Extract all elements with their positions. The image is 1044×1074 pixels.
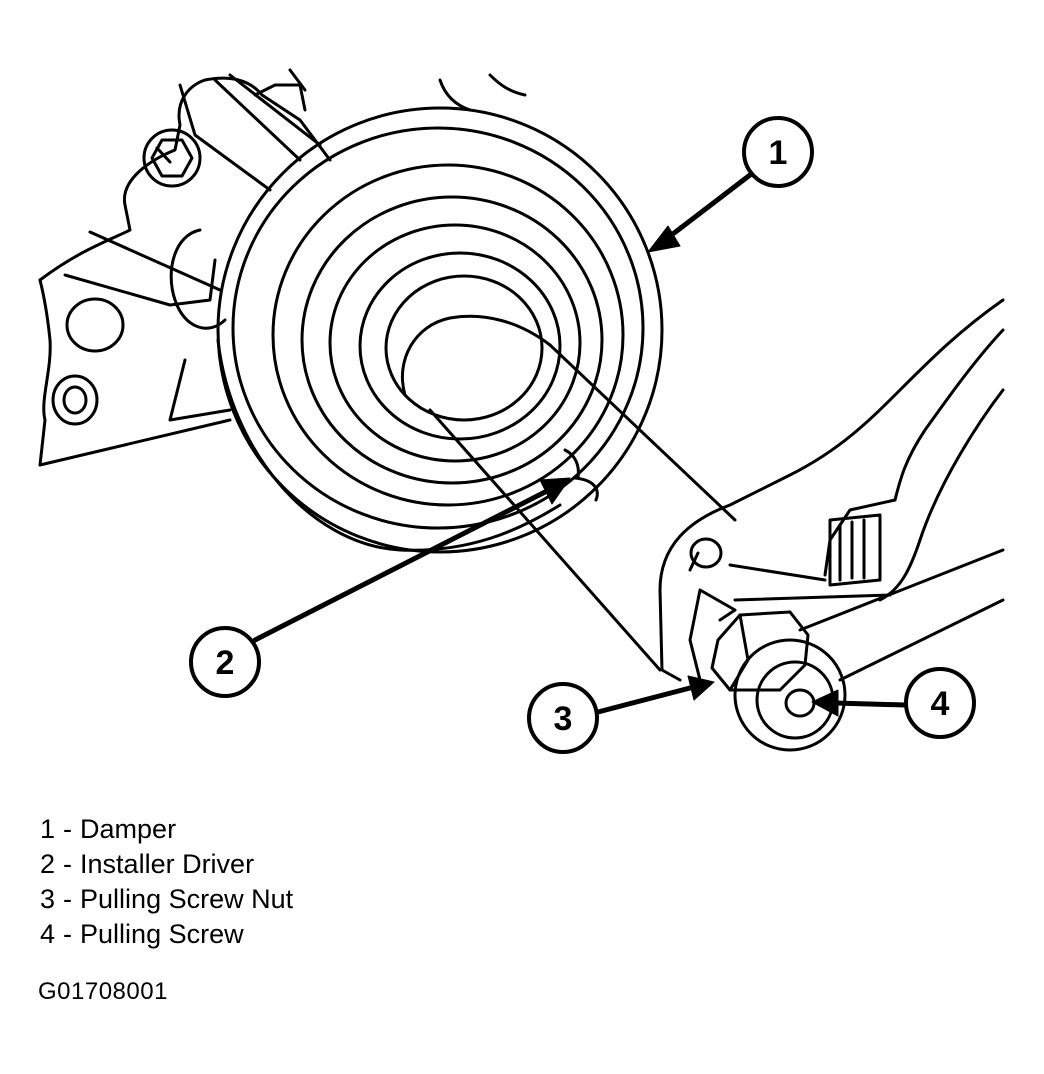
legend-number: 3: [40, 884, 56, 914]
legend: 1-Damper 2-Installer Driver 3-Pulling Sc…: [40, 812, 293, 952]
leader-line-3: [595, 685, 693, 715]
arrowhead-1: [647, 225, 681, 253]
figure-id: G01708001: [38, 978, 168, 1005]
wrench: [658, 298, 1005, 682]
damper: [216, 106, 664, 554]
callout-4: 4: [904, 667, 976, 739]
callout-2-number: 2: [216, 644, 235, 682]
installation-diagram: 1 2 3 4: [38, 68, 1005, 754]
arrowhead-2: [539, 477, 571, 505]
callout-1-number: 1: [769, 134, 788, 172]
legend-label: Pulling Screw: [80, 919, 244, 949]
legend-number: 4: [40, 919, 56, 949]
callout-3-number: 3: [554, 700, 573, 738]
legend-label: Installer Driver: [80, 849, 255, 879]
bolt-head: [142, 128, 202, 188]
callout-4-number: 4: [931, 685, 950, 723]
arrowhead-3: [687, 675, 715, 701]
block-holes: [51, 297, 125, 426]
legend-separator: -: [63, 849, 73, 879]
legend-label: Damper: [80, 814, 177, 844]
leader-line-2: [252, 489, 548, 643]
engine-block-outline: [38, 68, 527, 467]
leader-line-1: [662, 172, 753, 243]
legend-separator: -: [63, 919, 73, 949]
legend-separator: -: [63, 814, 73, 844]
legend-item: 1-Damper: [40, 812, 293, 847]
legend-number: 1: [40, 814, 56, 844]
pulling-screw-nut: [710, 610, 810, 692]
callout-3: 3: [527, 682, 599, 754]
legend-item: 4-Pulling Screw: [40, 917, 293, 952]
arrowhead-4: [811, 689, 839, 717]
callout-2: 2: [189, 626, 261, 698]
leader-lines: [252, 172, 908, 717]
legend-label: Pulling Screw Nut: [80, 884, 294, 914]
legend-item: 2-Installer Driver: [40, 847, 293, 882]
legend-separator: -: [63, 884, 73, 914]
leader-line-4: [832, 700, 908, 708]
callout-1: 1: [742, 116, 814, 188]
legend-item: 3-Pulling Screw Nut: [40, 882, 293, 917]
installer-driver: [400, 314, 737, 672]
legend-number: 2: [40, 849, 56, 879]
